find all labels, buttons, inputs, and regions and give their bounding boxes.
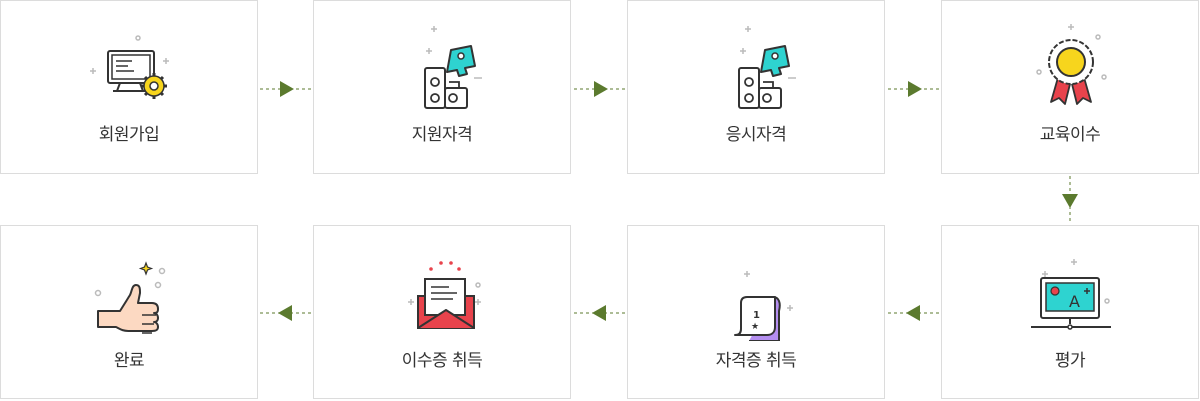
arrow-right-icon <box>888 81 940 97</box>
step-eligibility: 지원자격 <box>313 0 571 174</box>
svg-text:★: ★ <box>751 322 759 332</box>
step-evaluation: A 평가 <box>941 225 1199 399</box>
thumbs-up-icon <box>94 261 166 334</box>
puzzle-icon <box>738 26 796 109</box>
step-education-completion: 교육이수 <box>941 0 1199 174</box>
arrow-left-icon <box>888 305 940 321</box>
monitor-gear-icon <box>90 35 169 99</box>
step-exam-qualification: 응시자격 <box>627 0 885 174</box>
step-label: 평가 <box>1054 351 1086 371</box>
step-label: 자격증 취득 <box>715 351 797 371</box>
envelope-icon <box>408 261 481 329</box>
step-label: 회원가입 <box>98 125 160 145</box>
step-done: 완료 <box>0 225 258 399</box>
scroll-icon: 1 ★ <box>734 271 793 341</box>
step-label: 지원자격 <box>411 125 473 145</box>
step-certificate-acquisition: 1 ★ 자격증 취득 <box>627 225 885 399</box>
medal-icon <box>1036 24 1107 105</box>
arrow-down-icon <box>1062 176 1078 224</box>
step-sign-up: 회원가입 <box>0 0 258 174</box>
step-label: 완료 <box>113 351 145 371</box>
arrow-right-icon <box>260 81 312 97</box>
step-label: 교육이수 <box>1039 125 1101 145</box>
arrow-left-icon <box>574 305 626 321</box>
svg-text:A: A <box>1069 292 1080 311</box>
arrow-left-icon <box>260 305 312 321</box>
svg-text:1: 1 <box>753 310 760 321</box>
puzzle-icon <box>424 26 482 109</box>
step-completion-certificate: 이수증 취득 <box>313 225 571 399</box>
step-label: 이수증 취득 <box>401 351 483 371</box>
arrow-right-icon <box>574 81 626 97</box>
monitor-grade-icon: A <box>1031 259 1111 330</box>
step-label: 응시자격 <box>725 125 787 145</box>
